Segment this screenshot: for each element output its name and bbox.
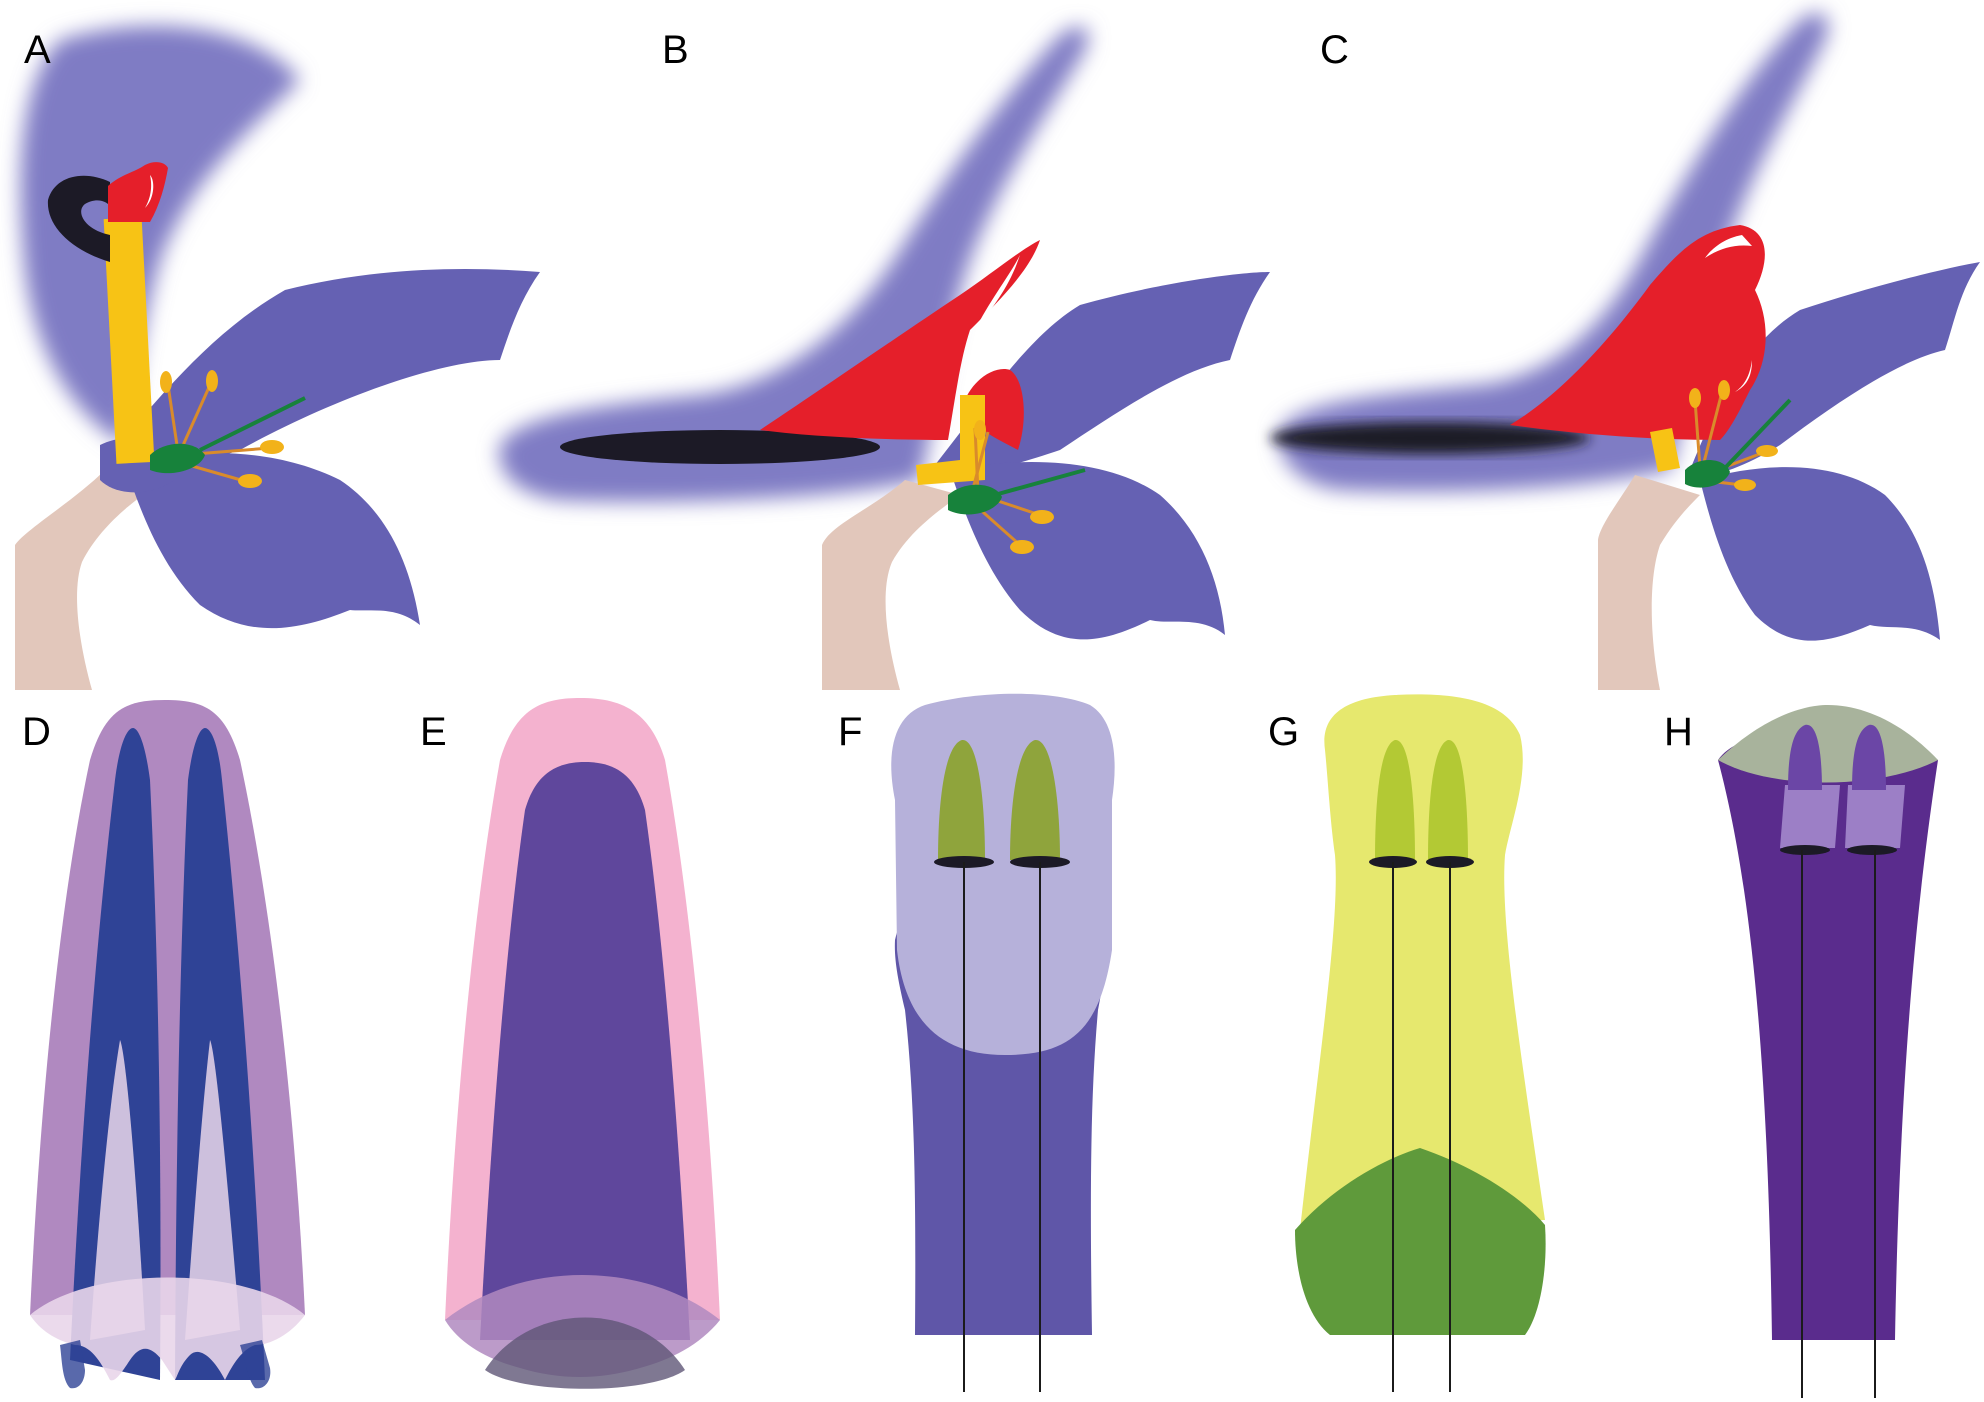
- panel-c-upper-petal: [1690, 262, 1980, 477]
- panel-f-upper-cap: [891, 693, 1115, 1055]
- panel-g-lower-body: [1295, 1148, 1546, 1335]
- panel-a-hood-petal: [20, 25, 300, 445]
- panel-label-b: B: [662, 28, 689, 72]
- panel-b-red-tube: [760, 240, 1040, 440]
- panel-a-stalk: [15, 470, 150, 690]
- panel-d-anther-cone: [30, 700, 305, 1389]
- panel-a-stigma-highlight: [145, 175, 154, 208]
- panel-b-stigma-stalk: [997, 468, 1086, 496]
- panel-c-lower-petal: [1700, 467, 1940, 641]
- panel-h-pore-light-right: [1845, 785, 1905, 848]
- panel-a-anther: [238, 474, 262, 488]
- panel-b-style-column: [916, 395, 985, 485]
- panel-e-base-dark: [485, 1317, 685, 1389]
- panel-b-entrance-slit: [560, 430, 880, 464]
- panel-d-feet: [60, 1340, 271, 1389]
- panel-a-black-anther-cap: [47, 175, 110, 262]
- panel-a-red-stigma: [108, 162, 168, 222]
- panel-b-red-stigma: [962, 369, 1024, 450]
- panel-h-pore-left: [1788, 724, 1822, 790]
- panel-c-anther: [1734, 479, 1756, 491]
- panel-c-entrance-slit: [1270, 422, 1590, 454]
- panel-h-cap: [1718, 705, 1938, 783]
- panel-c-tube-highlight-2: [1735, 360, 1752, 392]
- panel-d-slit-left: [90, 1040, 145, 1340]
- panel-f-pore-right: [1010, 739, 1060, 860]
- panel-c-anther: [1689, 388, 1701, 408]
- panel-label-a: A: [24, 28, 51, 72]
- panel-c-anther: [1756, 445, 1778, 457]
- panel-h-pore-opening-right: [1847, 845, 1897, 855]
- panel-label-h: H: [1664, 710, 1693, 754]
- panel-b-anther: [974, 420, 986, 440]
- panel-b-anther: [1010, 540, 1034, 554]
- panel-a-anther: [160, 371, 172, 393]
- panel-label-d: D: [22, 710, 51, 754]
- panel-b-tube-highlight: [975, 255, 1020, 330]
- panel-c-red-tube: [1510, 225, 1766, 440]
- panel-b-ovary: [948, 484, 1002, 515]
- panel-d-outer-cone: [30, 700, 305, 1315]
- panel-e-anther-cone: [445, 698, 720, 1389]
- panel-h-anther-cone: [1718, 705, 1938, 1398]
- panel-f-pore-left: [938, 739, 985, 860]
- panel-a-anther: [260, 440, 284, 454]
- panel-b-flower: [499, 26, 1270, 690]
- panel-label-g: G: [1268, 710, 1300, 754]
- panel-b-anther: [1030, 510, 1054, 524]
- panel-h-pore-right: [1852, 724, 1886, 790]
- panel-a-lower-petal: [125, 453, 420, 629]
- panel-g-pore-right: [1428, 739, 1468, 860]
- panel-g-pore-left: [1375, 739, 1415, 860]
- panel-b-stalk: [822, 480, 960, 690]
- panel-c-stigma-stalk: [1723, 398, 1792, 470]
- panel-c-ovary: [1685, 460, 1730, 488]
- panel-a-anther: [206, 370, 218, 392]
- panel-label-e: E: [420, 710, 447, 754]
- panel-h-pore-opening-left: [1780, 845, 1830, 855]
- panel-e-inner-cone: [480, 762, 690, 1340]
- panel-g-upper-body: [1300, 694, 1545, 1230]
- panel-label-f: F: [838, 710, 863, 754]
- panel-h-body: [1718, 730, 1938, 1340]
- panel-c-style-column: [1650, 428, 1680, 472]
- panel-h-pore-light-left: [1780, 785, 1840, 848]
- panel-label-c: C: [1320, 28, 1349, 72]
- panel-a-flower: [15, 25, 540, 690]
- panel-b-hood-petal: [499, 26, 1089, 502]
- panel-a-style-column: [103, 217, 155, 464]
- panel-d-slit-right: [185, 1040, 240, 1340]
- panel-c-flower: [1270, 12, 1980, 690]
- panel-f-anther-cone: [891, 693, 1115, 1392]
- panel-d-base: [30, 1277, 305, 1381]
- panel-a-upper-petal: [110, 269, 540, 474]
- panel-g-anther-cone: [1295, 694, 1546, 1392]
- panel-c-stalk: [1598, 475, 1700, 690]
- panel-c-anther: [1718, 380, 1730, 400]
- panel-a-ovary: [150, 443, 205, 474]
- panel-c-tube-highlight: [1705, 235, 1752, 258]
- panel-a-stigma-stalk: [199, 396, 306, 452]
